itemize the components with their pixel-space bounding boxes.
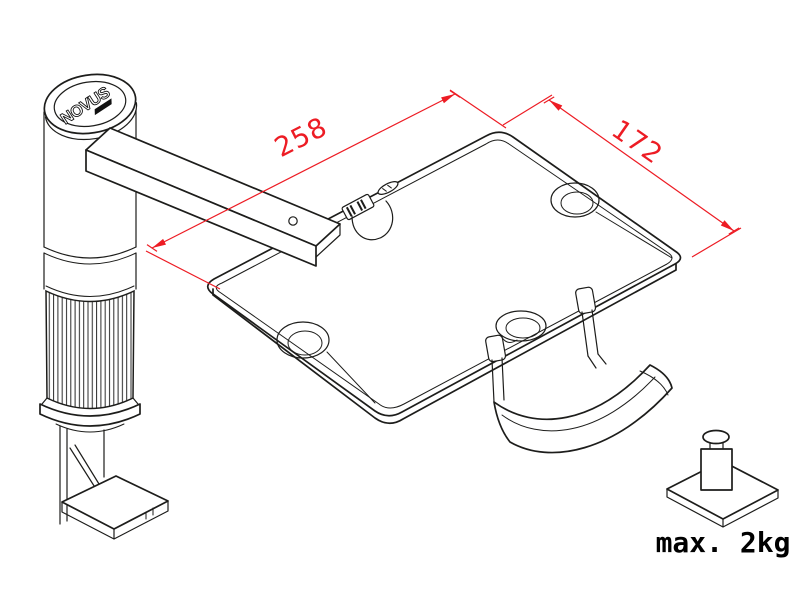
dimension-depth-extension-lines: [503, 95, 741, 257]
pole-rim-upper: [44, 247, 136, 258]
pole-clamp-assembly: NOVUS: [40, 68, 168, 539]
dimension-width-arrow-right: [441, 94, 455, 104]
clip-hook-loop: [352, 201, 393, 240]
dimension-depth-ticks: [544, 97, 739, 234]
tray-inner-edge: [216, 140, 672, 408]
dimension-width-label: 258: [270, 111, 333, 163]
max-load-symbol: max. 2kg: [656, 431, 791, 559]
weight-plate-thickness: [667, 489, 778, 527]
collar-joins: [42, 398, 138, 404]
collar-underside: [56, 424, 124, 432]
brand-logo-flag: [94, 98, 112, 116]
pole-lower-section: [44, 253, 136, 289]
paper-stop-saddle: [494, 365, 672, 453]
tray-pad-bottom-left: [277, 322, 329, 358]
dimension-width-ticks: [147, 91, 460, 252]
dimension-depth-arrow-bottom: [720, 220, 734, 231]
arm-screw-hole: [289, 217, 297, 225]
cable-clip: [341, 179, 399, 240]
tray-pad-bottom-right: [496, 311, 546, 341]
arm-end-face: [316, 224, 340, 257]
ribbed-grip-sleeve: [46, 291, 134, 409]
weight-body: [701, 449, 732, 490]
desk-clamp: [60, 426, 168, 539]
max-load-label: max. 2kg: [656, 526, 791, 559]
paper-stop-left-hook: [485, 335, 506, 363]
clip-slider: [341, 194, 374, 220]
clamp-foot-top: [62, 476, 168, 529]
paper-stop-left-shaft: [492, 358, 504, 402]
pole-bottom-collar: [40, 404, 140, 426]
arm-front-face: [86, 150, 316, 266]
tray-pad-top-right: [551, 183, 599, 217]
weight-knob: [703, 431, 729, 444]
clamp-foot-notches: [146, 508, 153, 519]
dimension-depth-line: [549, 100, 734, 231]
dimension-width-arrow-left: [152, 238, 166, 248]
tray: [208, 132, 681, 423]
ribbed-grip-top-rim: [46, 286, 134, 297]
paper-stop-right-shaft: [582, 310, 598, 356]
paper-stop-right-hook: [575, 287, 596, 315]
tray-thickness-edge: [213, 264, 676, 423]
pole-rim-lower: [44, 253, 136, 264]
dimension-depth-arrow-top: [549, 100, 563, 111]
pole-cap: [40, 68, 141, 146]
paper-stop: [485, 287, 672, 453]
paper-stop-saddle-creases: [502, 371, 668, 431]
clamp-foot-thickness: [62, 501, 168, 539]
tray-top-face: [208, 132, 681, 416]
paper-stop-joins: [588, 354, 606, 368]
dimension-width-line: [152, 94, 455, 248]
